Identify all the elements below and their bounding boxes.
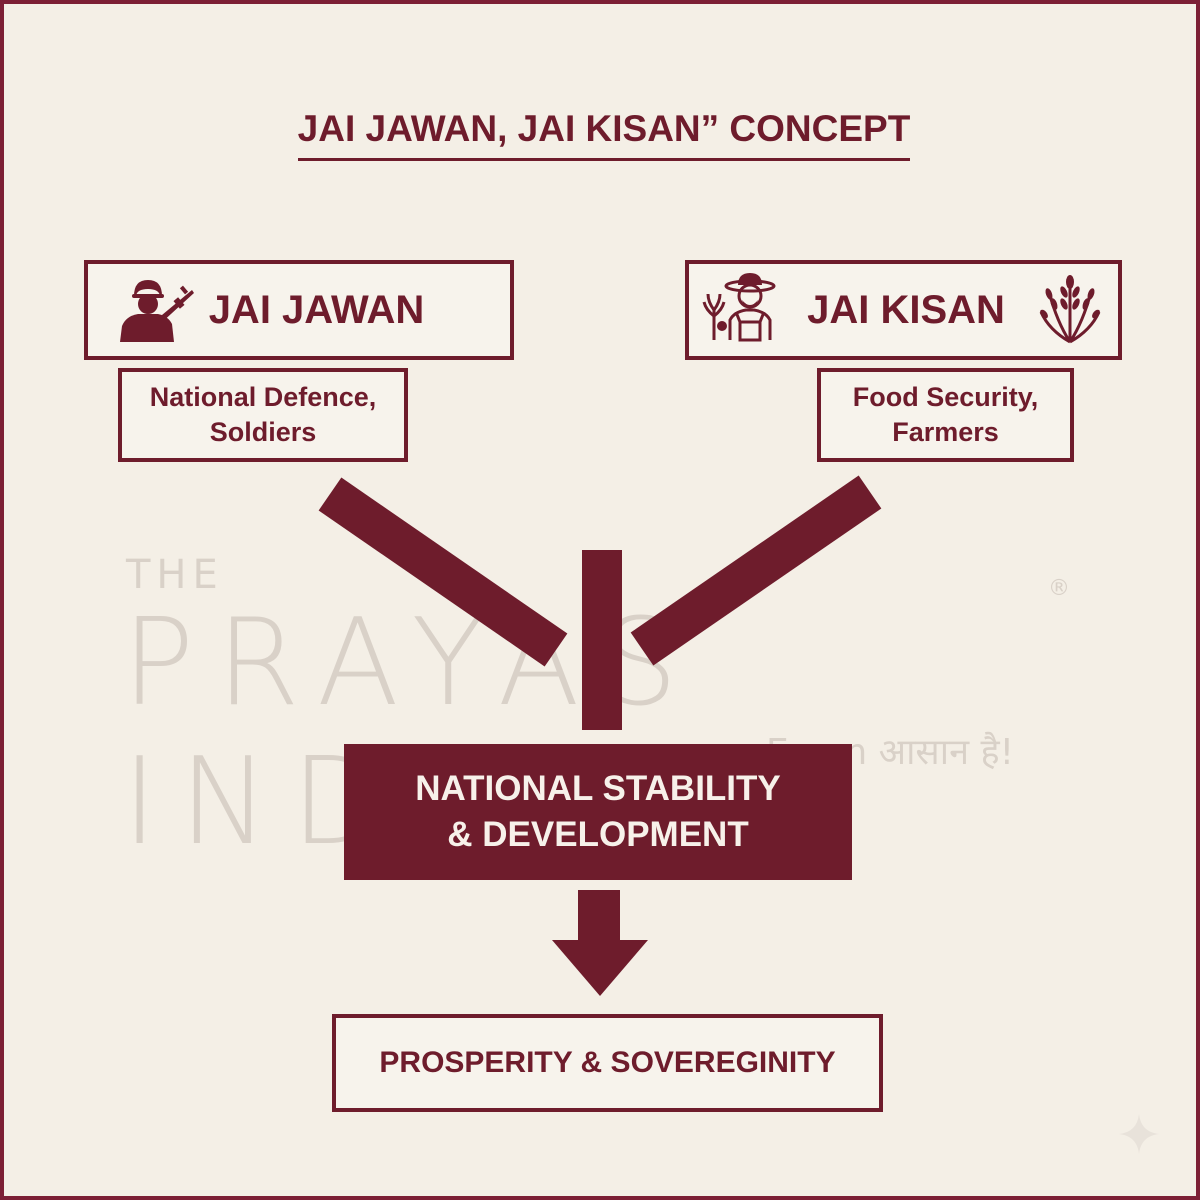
connector-lines <box>318 475 882 996</box>
diagram-title-wrap: JAI JAWAN, JAI KISAN” CONCEPT <box>4 108 1196 161</box>
jai-jawan-label: JAI JAWAN <box>208 287 425 332</box>
sparkle-icon <box>1119 1114 1159 1154</box>
down-arrow-shaft <box>578 890 620 942</box>
prosperity-sovereignty-box: PROSPERITY & SOVEREGINITY <box>332 1014 883 1112</box>
center-connector-bar <box>582 550 622 730</box>
jai-kisan-label: JAI KISAN <box>807 287 1005 332</box>
soldier-with-rifle-icon <box>120 280 194 342</box>
jai-jawan-description: National Defence, Soldiers <box>118 368 408 462</box>
national-stability-box: NATIONAL STABILITY & DEVELOPMENT <box>344 744 852 880</box>
left-connector-bar <box>318 477 568 667</box>
down-arrow-head <box>552 940 648 996</box>
wheat-icon <box>1039 275 1101 344</box>
diagram-title: JAI JAWAN, JAI KISAN” CONCEPT <box>297 108 911 161</box>
jai-kisan-description: Food Security, Farmers <box>817 368 1074 462</box>
farmer-icon <box>702 273 776 342</box>
right-connector-bar <box>630 475 882 666</box>
